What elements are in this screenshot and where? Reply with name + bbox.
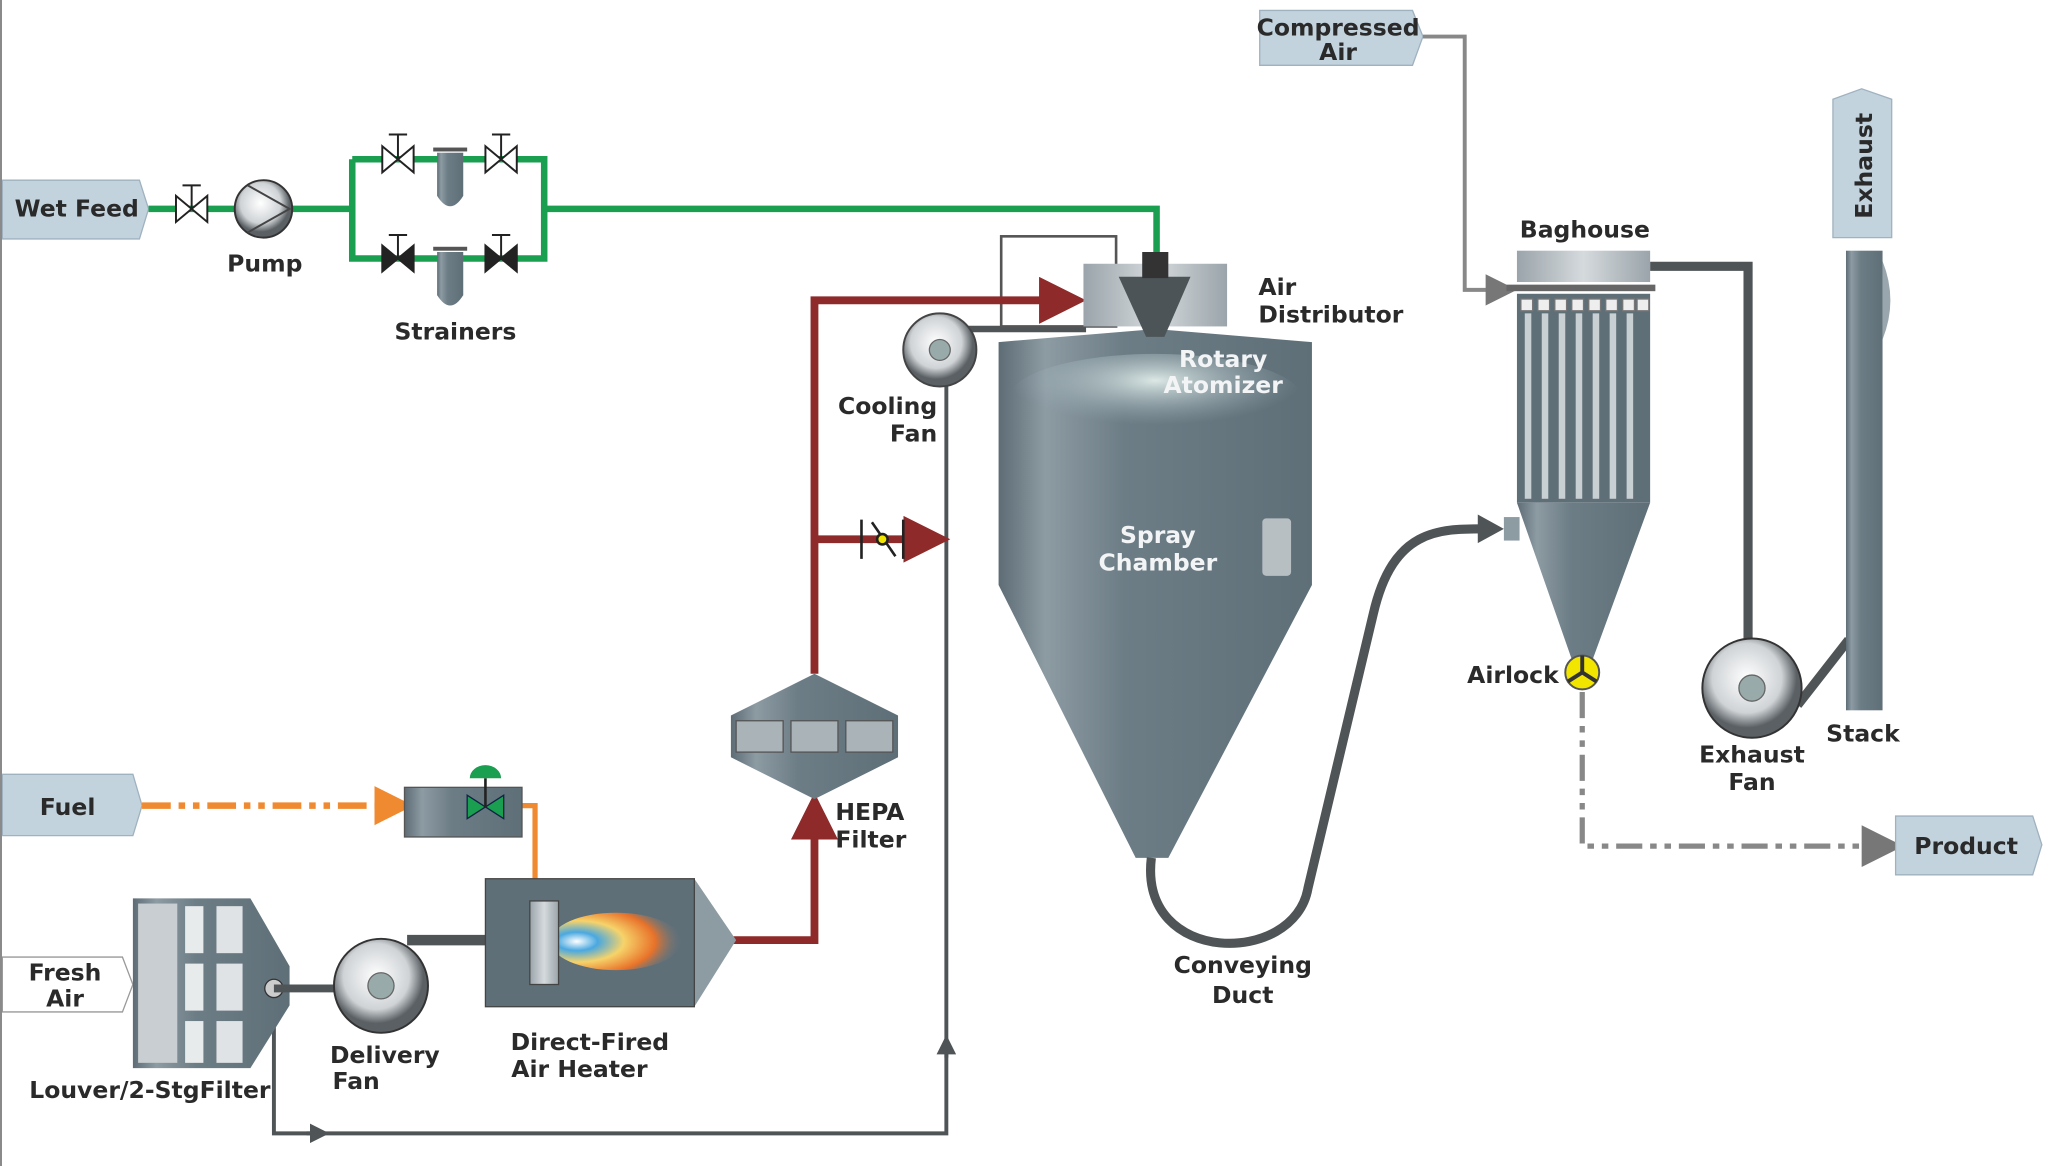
hepa-filter-icon — [730, 673, 899, 800]
strainers-label: Strainers — [394, 317, 516, 345]
cooling-air-line — [271, 349, 949, 1136]
louver-filter-label: Louver/2-StgFilter — [29, 1076, 271, 1104]
exhaust-label: Exhaust — [1850, 113, 1878, 219]
cooling-fan-label-2: Fan — [890, 419, 937, 447]
rotary-atomizer-label-2: Atomizer — [1163, 371, 1283, 399]
strainer-valves-icon — [381, 133, 518, 274]
fresh-air-tag: Fresh Air — [2, 956, 134, 1013]
baghouse-icon — [1503, 250, 1656, 660]
conveying-duct-label-1: Conveying — [1174, 951, 1312, 979]
delivery-fan-label-2: Fan — [333, 1067, 380, 1095]
feed-valve-icon — [175, 184, 209, 225]
product-tag: Product — [1894, 815, 2043, 876]
delivery-fan-label-1: Delivery — [330, 1041, 440, 1069]
baghouse-label: Baghouse — [1520, 216, 1650, 244]
rotary-atomizer-label-1: Rotary — [1179, 345, 1267, 373]
airlock-label: Airlock — [1467, 661, 1560, 689]
flow-arrow-icon — [1477, 514, 1504, 544]
exhaust-duct — [1650, 261, 1753, 689]
conveying-duct-label-2: Duct — [1212, 981, 1273, 1009]
compressed-air-label-2: Air — [1319, 38, 1357, 66]
exhaust-fan-icon — [1701, 637, 1803, 739]
air-heater-icon — [484, 878, 737, 1008]
fuel-control-valve-icon — [403, 765, 523, 838]
fresh-air-label-1: Fresh — [29, 959, 102, 987]
spray-chamber-label-2: Chamber — [1099, 549, 1218, 577]
wet-feed-label: Wet Feed — [15, 195, 139, 223]
cooling-fan-icon — [902, 312, 978, 388]
strainer-icon — [433, 147, 468, 306]
stack-duct — [1794, 636, 1853, 708]
air-heater-label-1: Direct-Fired — [511, 1028, 669, 1056]
hot-air-line — [733, 276, 1087, 945]
air-distributor-icon — [1083, 252, 1228, 337]
cooling-fan-label-1: Cooling — [838, 392, 937, 420]
stack-label: Stack — [1826, 720, 1901, 748]
fuel-tag: Fuel — [2, 773, 143, 837]
stack-icon — [1845, 250, 1891, 711]
air-distributor-label-2: Distributor — [1258, 301, 1403, 329]
compressed-air-label-1: Compressed — [1257, 13, 1420, 41]
fuel-supply-line — [521, 803, 538, 904]
damper-icon — [860, 519, 905, 559]
delivery-fan-icon — [332, 937, 429, 1034]
product-line — [1579, 692, 1904, 867]
pump-icon — [233, 179, 294, 239]
exhaust-fan-label-1: Exhaust — [1699, 741, 1805, 769]
exhaust-fan-label-2: Fan — [1728, 768, 1775, 796]
spray-chamber-icon — [998, 329, 1312, 858]
spray-chamber-label-1: Spray — [1120, 521, 1196, 549]
fuel-label: Fuel — [40, 793, 96, 821]
louver-filter-icon — [132, 898, 290, 1069]
compressed-air-line — [1422, 34, 1517, 306]
air-distributor-label-1: Air — [1258, 273, 1296, 301]
conveying-duct — [1146, 524, 1485, 948]
pump-label: Pump — [227, 250, 302, 278]
air-heater-label-2: Air Heater — [511, 1055, 648, 1083]
exhaust-tag: Exhaust — [1832, 88, 1893, 239]
compressed-air-tag: Compressed Air — [1257, 9, 1424, 66]
hepa-filter-label-1: HEPA — [835, 798, 905, 826]
airlock-icon — [1564, 654, 1601, 691]
product-label: Product — [1914, 832, 2018, 860]
hepa-filter-label-2: Filter — [835, 825, 906, 853]
fresh-air-label-2: Air — [46, 985, 84, 1013]
wet-feed-tag: Wet Feed — [2, 179, 150, 240]
